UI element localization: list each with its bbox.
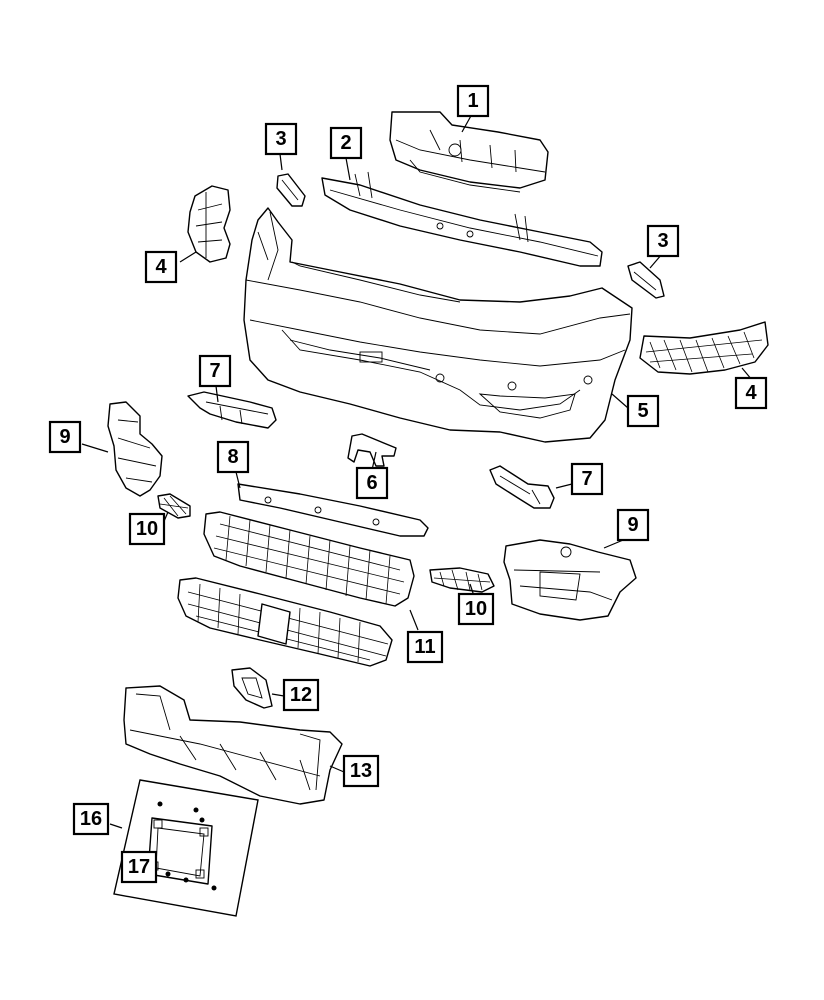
- callout-8: 8: [216, 440, 250, 474]
- callout-2: 2: [329, 126, 363, 160]
- callout-7-left-label: 7: [209, 360, 220, 382]
- callout-7-left: 7: [198, 354, 232, 388]
- callout-16: 16: [72, 802, 110, 836]
- part-3-bracket-right: [627, 261, 665, 299]
- part-10-grille-insert-left: [157, 493, 191, 519]
- callout-17: 17: [120, 850, 158, 884]
- callout-13-label: 13: [350, 760, 372, 782]
- upper-grille-mesh: [203, 511, 415, 607]
- callout-10-left-label: 10: [136, 518, 158, 540]
- callout-5: 5: [626, 394, 660, 428]
- callout-9-left: 9: [48, 420, 82, 454]
- callout-6: 6: [355, 466, 389, 500]
- callout-17-label: 17: [128, 856, 150, 878]
- part-8-trim-molding: [237, 483, 429, 537]
- callout-4-left-label: 4: [155, 256, 167, 278]
- callout-6-label: 6: [366, 472, 377, 494]
- callout-10-left: 10: [128, 512, 166, 546]
- callout-8-label: 8: [227, 446, 238, 468]
- part-6-bracket: [347, 433, 397, 467]
- callout-7-right: 7: [570, 462, 604, 496]
- callout-12: 12: [282, 678, 320, 712]
- part-3-bracket-left: [276, 173, 306, 207]
- part-9-bracket-left: [107, 401, 163, 497]
- callout-13: 13: [342, 754, 380, 788]
- part-1-energy-absorber: [389, 111, 549, 193]
- part-4-bracket-left: [187, 185, 231, 263]
- part-4-grille-right: [639, 321, 769, 375]
- callout-2-label: 2: [340, 132, 351, 154]
- part-9-bracket-right: [503, 539, 637, 621]
- callout-4-right-label: 4: [745, 382, 757, 404]
- part-16-license-bracket-kit: [113, 779, 259, 917]
- callout-4-right: 4: [734, 376, 768, 410]
- part-12-fog-lamp-bezel: [231, 667, 273, 709]
- callout-3-right: 3: [646, 224, 680, 258]
- callout-4-left: 4: [144, 250, 178, 284]
- callout-11: 11: [406, 630, 444, 664]
- part-5-bumper-fascia: [243, 207, 633, 443]
- part-7-bracket-left: [187, 391, 277, 429]
- callout-9-right-label: 9: [627, 514, 638, 536]
- part-7-bracket-right: [489, 465, 555, 509]
- callout-9-right: 9: [616, 508, 650, 542]
- callout-1-label: 1: [467, 90, 478, 112]
- part-13-under-shield: [123, 685, 343, 805]
- callout-10-right: 10: [457, 592, 495, 626]
- part-2-reinforcement-beam: [321, 171, 603, 267]
- part-10-grille-insert-right: [429, 567, 495, 593]
- part-11-lower-grille: [177, 577, 393, 667]
- callout-7-right-label: 7: [581, 468, 592, 490]
- callout-3-left-label: 3: [275, 128, 286, 150]
- callout-1: 1: [456, 84, 490, 118]
- callout-3-right-label: 3: [657, 230, 668, 252]
- callout-5-label: 5: [637, 400, 648, 422]
- callout-12-label: 12: [290, 684, 312, 706]
- callout-16-label: 16: [80, 808, 102, 830]
- callout-11-label: 11: [414, 636, 435, 658]
- callout-10-right-label: 10: [465, 598, 487, 620]
- callout-9-left-label: 9: [59, 426, 70, 448]
- callout-3-left: 3: [264, 122, 298, 156]
